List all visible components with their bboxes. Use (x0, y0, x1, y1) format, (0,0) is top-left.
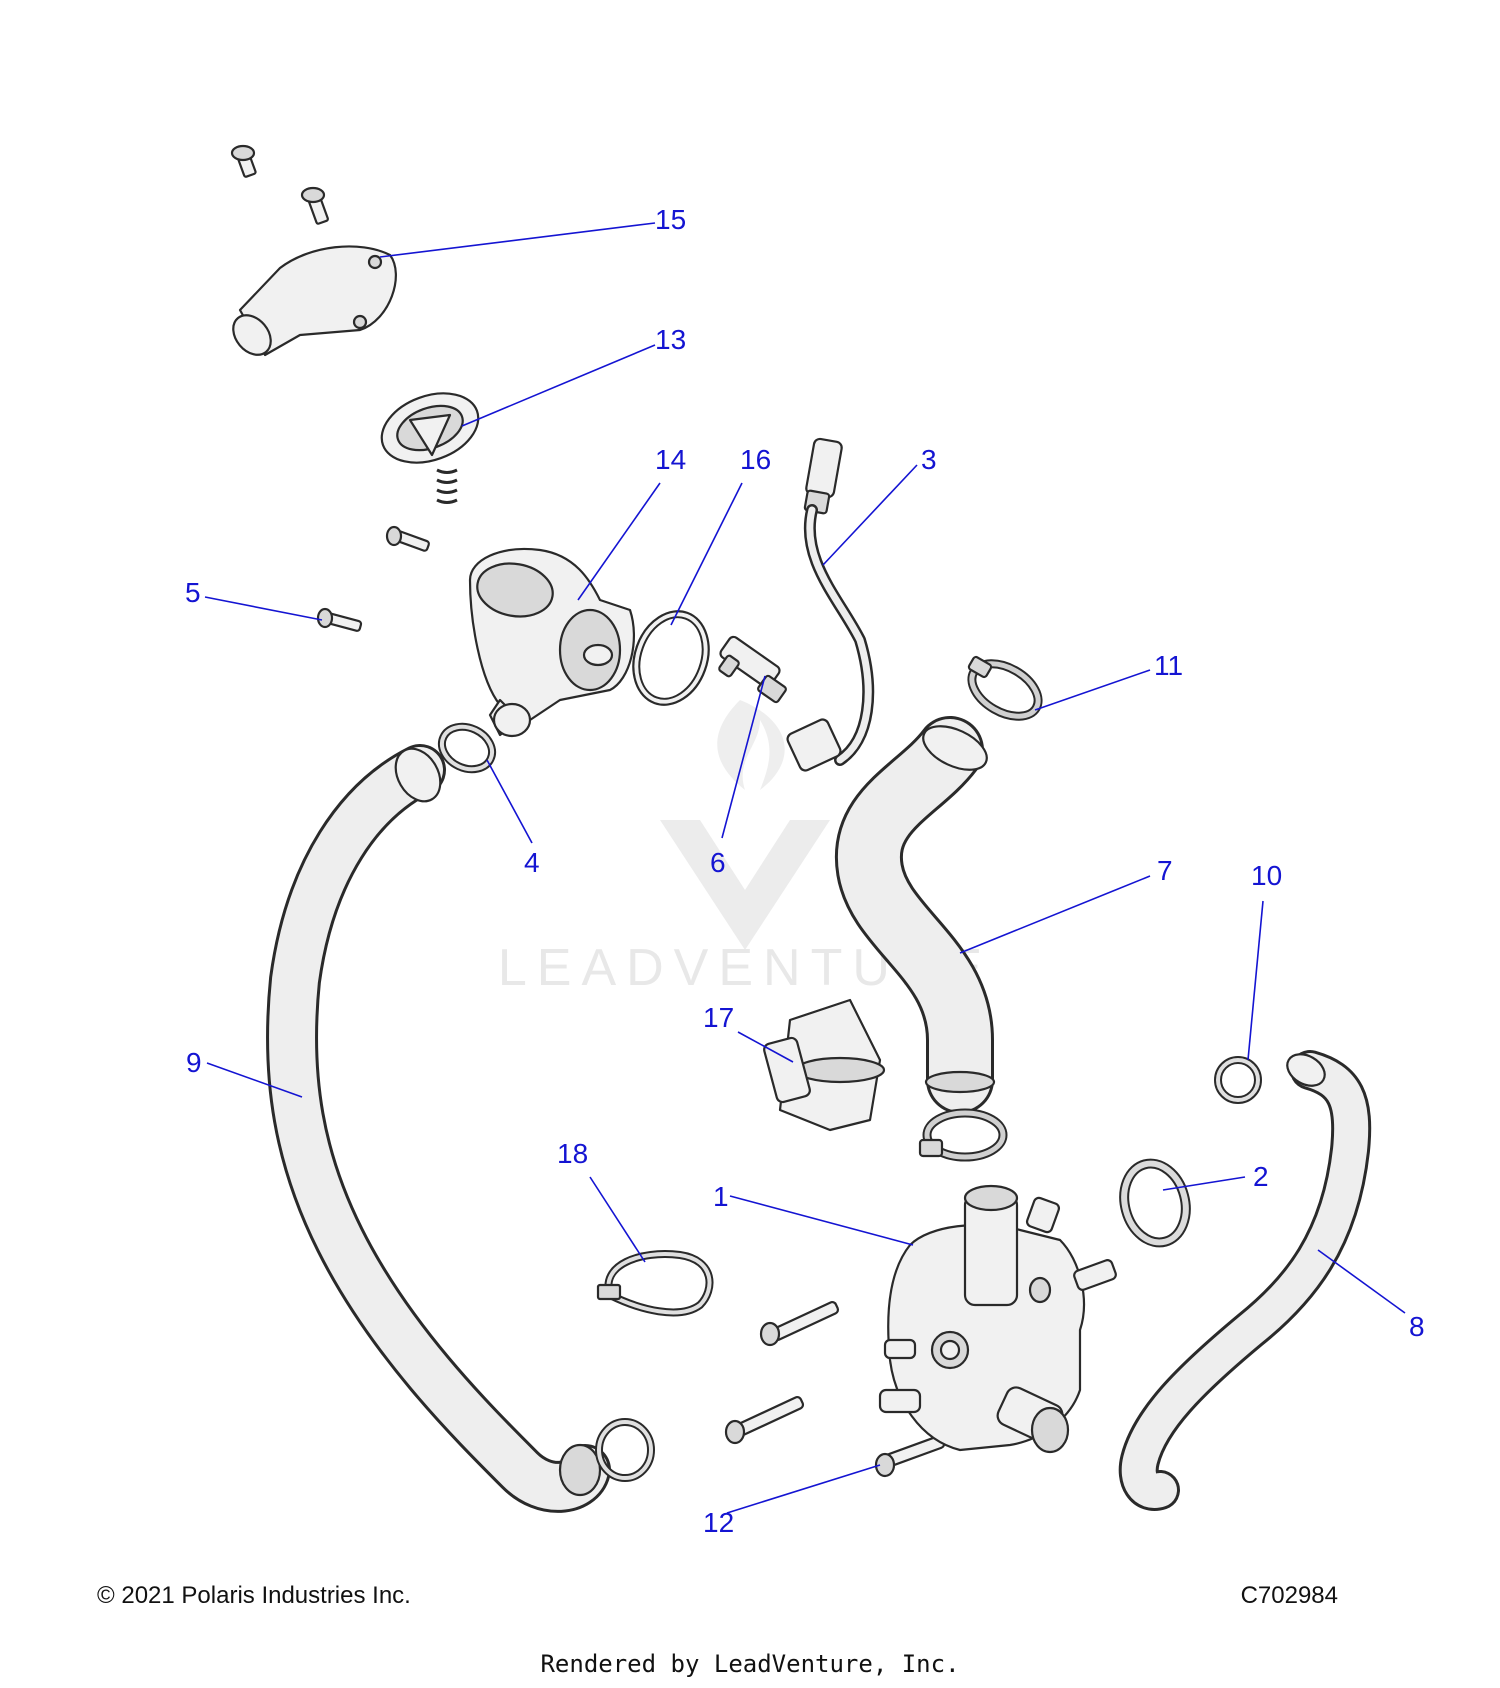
part-bolts-12[interactable] (724, 1300, 946, 1478)
part-hose-clamp-10[interactable] (1214, 1056, 1262, 1104)
watermark-v-logo-icon (660, 820, 830, 950)
flame-logo-icon (717, 700, 785, 790)
part-water-pump-1[interactable] (878, 1184, 1117, 1454)
part-gasket-2[interactable] (1116, 1157, 1195, 1250)
part-cable-tie-18[interactable] (596, 1250, 714, 1317)
callout-17[interactable]: 17 (703, 1002, 734, 1033)
part-coolant-hose-8[interactable] (1118, 1048, 1372, 1511)
part-coolant-hose-9[interactable] (266, 741, 611, 1513)
callout-15[interactable]: 15 (655, 204, 686, 235)
callout-6[interactable]: 6 (710, 847, 726, 878)
part-hose-clamp-4[interactable] (435, 719, 499, 777)
part-adapter-17[interactable] (763, 998, 886, 1132)
part-coolant-hose-7[interactable] (834, 716, 996, 1114)
part-thermostat[interactable] (372, 381, 488, 504)
callout-2[interactable]: 2 (1253, 1161, 1269, 1192)
callout-18[interactable]: 18 (557, 1138, 588, 1169)
callout-7[interactable]: 7 (1157, 855, 1173, 886)
part-temperature-sensor[interactable] (718, 635, 787, 704)
callout-5[interactable]: 5 (185, 577, 201, 608)
callout-16[interactable]: 16 (740, 444, 771, 475)
part-wire-harness[interactable] (786, 437, 875, 772)
callout-labels: 1 2 3 4 5 6 7 8 9 10 11 12 13 14 15 16 1… (185, 204, 1425, 1538)
part-hose-clamp-11[interactable] (963, 653, 1047, 727)
part-thermostat-housing[interactable] (468, 547, 635, 738)
callout-13[interactable]: 13 (655, 324, 686, 355)
part-hose-clamp-lower[interactable] (595, 1418, 655, 1482)
copyright-text: © 2021 Polaris Industries Inc. (97, 1582, 411, 1609)
part-thermostat-cover[interactable] (226, 144, 397, 362)
callout-11[interactable]: 11 (1154, 650, 1183, 681)
render-credit: Rendered by LeadVenture, Inc. (540, 1650, 960, 1678)
callout-3[interactable]: 3 (921, 444, 937, 475)
callout-10[interactable]: 10 (1251, 860, 1282, 891)
callout-14[interactable]: 14 (655, 444, 686, 475)
part-hose-clamp-7[interactable] (918, 1108, 1008, 1162)
diagram-code: C702984 (1240, 1582, 1338, 1609)
part-bolt-5[interactable] (316, 525, 430, 632)
callout-1[interactable]: 1 (713, 1181, 729, 1212)
callout-12[interactable]: 12 (703, 1507, 734, 1538)
leader-lines (204, 222, 1406, 1514)
callout-4[interactable]: 4 (524, 847, 540, 878)
callout-8[interactable]: 8 (1409, 1311, 1425, 1342)
callout-9[interactable]: 9 (186, 1047, 202, 1078)
